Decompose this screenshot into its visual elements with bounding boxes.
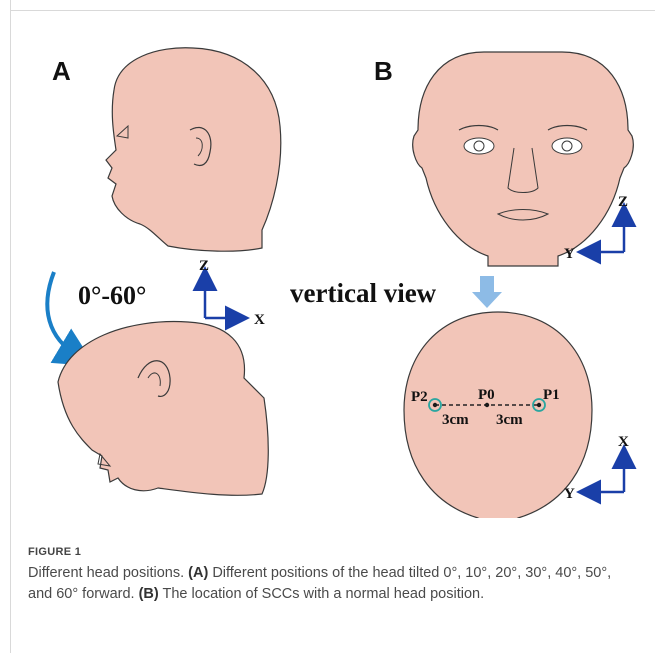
panel-a-label: A (52, 56, 71, 86)
point-p0-label: P0 (478, 387, 495, 403)
caption-part-a-label: (A) (188, 565, 208, 581)
axis-a-horizontal: X (254, 312, 265, 328)
point-p2-label: P2 (411, 389, 428, 405)
vertical-view-arrow (472, 276, 502, 308)
axis-b-top-vertical: X (618, 434, 629, 450)
figure-caption: FIGURE 1 Different head positions. (A) D… (28, 546, 628, 605)
figure-image: A 0°-60° Z X B Z (18, 18, 638, 518)
caption-part-b-text: The location of SCCs with a normal head … (163, 586, 485, 602)
front-head (413, 52, 634, 266)
axis-b-front-horizontal: Y (564, 246, 575, 262)
caption-title: Different head positions. (28, 565, 184, 581)
vertical-view-label: vertical view (290, 278, 437, 308)
distance-left-label: 3cm (442, 412, 469, 428)
panel-b-label: B (374, 56, 393, 86)
axis-a-vertical: Z (199, 258, 209, 274)
distance-right-label: 3cm (496, 412, 523, 428)
center-point-marker (485, 403, 489, 407)
axis-b-front-vertical: Z (618, 194, 628, 210)
angle-range-label: 0°-60° (78, 281, 146, 310)
axes-a: Z X (199, 258, 265, 328)
point-p1-label: P1 (543, 387, 560, 403)
side-head-upright (106, 48, 281, 251)
caption-part-b-label: (B) (139, 586, 159, 602)
axis-b-top-horizontal: Y (564, 486, 575, 502)
figure-number: FIGURE 1 (28, 546, 628, 558)
rotation-arrow (47, 272, 78, 356)
side-head-tilted (58, 322, 268, 496)
caption-text: Different head positions. (A) Different … (28, 563, 628, 605)
